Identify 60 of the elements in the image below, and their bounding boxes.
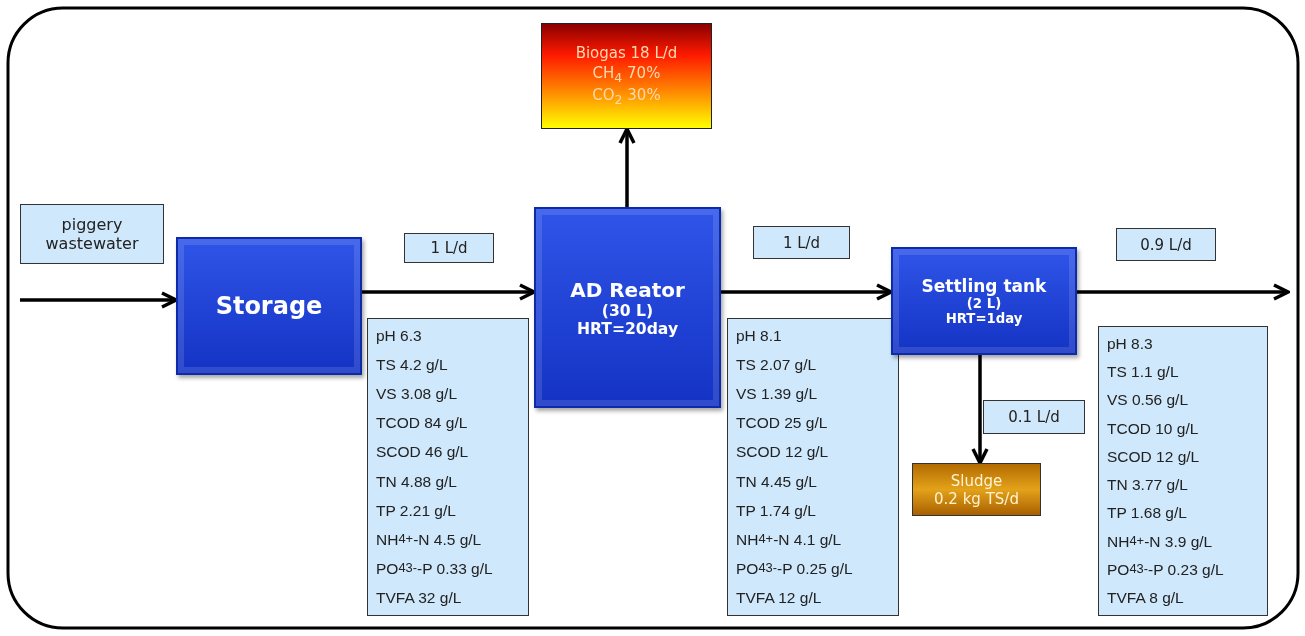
node-text: Storage (215, 292, 323, 320)
parameter-row-text: pH 6.3 (376, 327, 423, 345)
parameter-table (1098, 326, 1268, 616)
node-text: (30 L) (601, 301, 654, 320)
parameter-row-text: SCOD 12 g/L (1107, 447, 1201, 466)
parameter-row-text: TCOD 25 g/L (736, 414, 829, 433)
node-text: 0.1 L/d (1008, 408, 1060, 426)
node-text: 0.9 L/d (1140, 235, 1192, 254)
node-text: HRT=1day (945, 311, 1023, 326)
flow-rate-label (404, 233, 494, 263)
parameter-table (727, 318, 899, 616)
parameter-row-text: TP 1.68 g/L (1107, 504, 1188, 523)
parameter-row-text: TP 1.74 g/L (736, 501, 817, 520)
parameter-table (367, 318, 529, 616)
parameter-row-text: TVFA 32 g/L (376, 589, 463, 607)
node-text: CH$_{4}$ 70% (592, 63, 661, 86)
node-text: AD Reator (570, 277, 685, 302)
parameter-row-text: TS 2.07 g/L (736, 356, 818, 375)
parameter-row-text: TCOD 10 g/L (1107, 419, 1200, 438)
process-box (176, 237, 362, 375)
sludge-box (912, 463, 1041, 516)
flow-rate-label (753, 226, 850, 259)
parameter-row-text: SCOD 46 g/L (376, 443, 470, 462)
parameter-row-text: TN 3.77 g/L (1107, 476, 1189, 495)
parameter-row-text: VS 1.39 g/L (736, 385, 818, 404)
parameter-row-text: TN 4.88 g/L (376, 472, 458, 491)
arrow (362, 283, 536, 301)
parameter-row-text: TN 4.45 g/L (736, 472, 818, 491)
biogas-box (541, 23, 712, 129)
parameter-row-text: TS 4.2 g/L (376, 356, 449, 375)
parameter-row-text: TCOD 84 g/L (376, 414, 469, 433)
arrow (971, 355, 989, 465)
flow-rate-label (983, 400, 1085, 434)
node-text: Sludge (950, 471, 1003, 490)
parameter-row-text: pH 8.3 (1107, 335, 1154, 353)
parameter-row-text: VS 3.08 g/L (376, 385, 458, 404)
node-text: Settling tank (921, 276, 1047, 296)
node-text: piggery wastewater (44, 215, 140, 253)
parameter-row-text: TVFA 12 g/L (736, 589, 823, 607)
text-label (20, 204, 164, 264)
reactor-box (534, 207, 721, 408)
node-text: CO$_{2}$ 30% (592, 85, 661, 108)
arrow (1077, 283, 1290, 301)
parameter-row-text: TP 2.21 g/L (376, 501, 457, 520)
node-text: 1 L/d (430, 239, 468, 257)
node-text: Biogas 18 L/d (575, 44, 678, 64)
flow-rate-label (1116, 228, 1216, 261)
parameter-row-text: TS 1.1 g/L (1107, 363, 1180, 382)
node-text: 1 L/d (782, 233, 821, 252)
parameter-row-text: pH 8.1 (736, 327, 783, 345)
node-text: 0.2 kg TS/d (934, 489, 1019, 508)
node-text: (2 L) (966, 296, 1002, 311)
arrow (20, 291, 178, 309)
node-text: HRT=20day (576, 319, 679, 338)
parameter-row-text: VS 0.56 g/L (1107, 391, 1189, 410)
parameter-row-text: SCOD 12 g/L (736, 443, 830, 462)
parameter-row-text: TVFA 8 g/L (1107, 588, 1185, 607)
arrow (721, 283, 893, 301)
tank-box (891, 247, 1077, 355)
arrow (618, 127, 636, 207)
